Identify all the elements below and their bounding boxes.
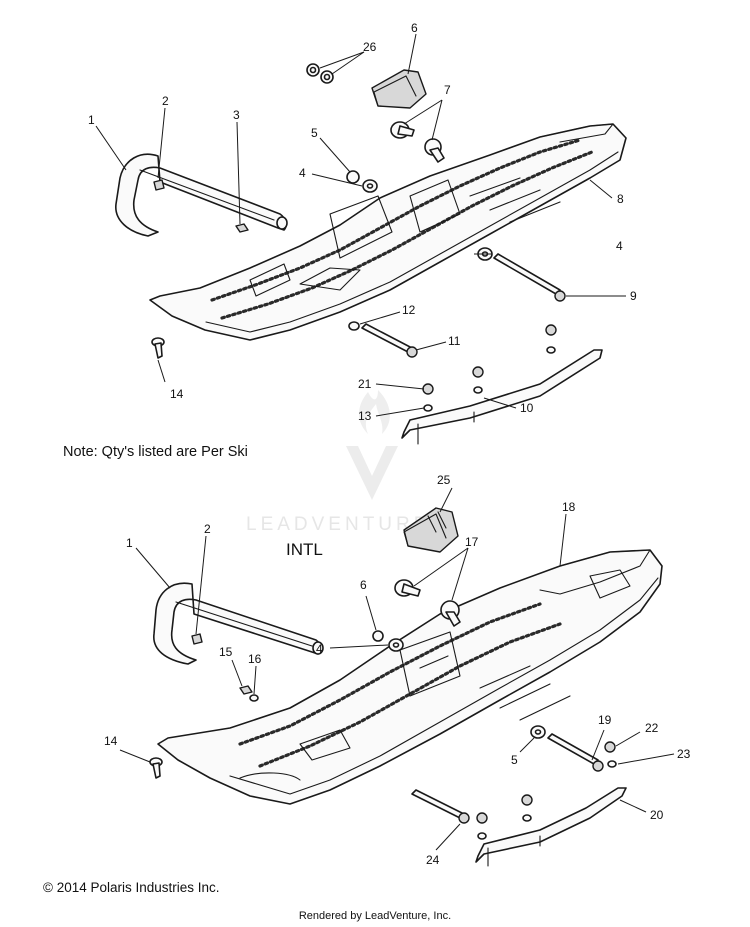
callout-19-bottom: 19 [598,713,612,727]
washers-part-26 [306,63,334,84]
bolts-part-17 [394,579,461,627]
washer-part-23 [607,760,617,768]
leadventure-watermark: LEADVENTURE [246,390,430,535]
intl-label: INTL [286,540,323,559]
spacer-part-6-bottom [372,630,384,642]
bolt-part-14-bottom [149,757,163,779]
bolt-part-24 [411,789,470,824]
callout-26-top: 26 [363,40,377,54]
loop-handle-part-1 [115,153,288,237]
callout-8-top: 8 [617,192,624,206]
bolt-part-14 [151,337,165,359]
washer-part-12 [348,321,360,331]
carbide-runner-part-10 [401,324,603,445]
callout-4-top-left: 4 [299,166,306,180]
callout-13-top: 13 [358,409,372,423]
callout-5-top: 5 [311,126,318,140]
callout-23-bottom: 23 [677,747,691,761]
callout-14-bottom: 14 [104,734,118,748]
bolt-part-11 [361,323,418,358]
ski-body-part-8 [149,123,627,341]
callout-4-top-right: 4 [616,239,623,253]
callout-25-bottom: 25 [437,473,451,487]
bottom-leader-lines [119,487,675,851]
callout-11-top: 11 [448,334,461,348]
copyright-text: © 2014 Polaris Industries Inc. [43,880,220,895]
callout-9-top: 9 [630,289,637,303]
carbide-runner-part-20 [475,787,627,867]
bracket-part-25 [403,507,459,553]
watermark-text: LEADVENTURE [246,514,430,535]
callout-7-top: 7 [444,83,451,97]
callout-2-top: 2 [162,94,169,108]
rendered-by-text: Rendered by LeadVenture, Inc. [298,910,452,922]
callout-16-bottom: 16 [248,652,262,666]
washer-part-16 [249,694,259,702]
callout-5-bottom: 5 [511,753,518,767]
top-ski-assembly: 1 2 3 4 4 5 6 7 8 9 10 11 12 13 14 21 26 [88,21,637,445]
loop-handle-part-1-bottom [153,582,324,665]
nut-part-22 [604,741,616,753]
callout-12-top: 12 [402,303,416,317]
bolt-part-9 [493,253,566,302]
callout-1-bottom: 1 [126,536,133,550]
callout-21-top: 21 [358,377,372,391]
washer-part-5-bottom [530,725,546,739]
callout-6-top: 6 [411,21,418,35]
callout-24-bottom: 24 [426,853,440,867]
callout-6-bottom: 6 [360,578,367,592]
top-leader-lines [95,33,626,417]
bracket-part-6 [371,69,427,109]
callout-2-bottom: 2 [204,522,211,536]
callout-17-bottom: 17 [465,535,479,549]
nut-part-15 [239,685,253,695]
callout-1-top: 1 [88,113,95,127]
callout-15-bottom: 15 [219,645,233,659]
callout-3-top: 3 [233,108,240,122]
bolt-part-19 [547,733,604,772]
spacer-part-5 [346,170,378,193]
callout-18-bottom: 18 [562,500,576,514]
callout-22-bottom: 22 [645,721,659,735]
quantity-note: Note: Qty's listed are Per Ski [63,444,248,460]
bottom-ski-assembly-intl: 1 2 4 5 6 14 15 16 17 18 19 20 22 23 24 … [104,473,691,867]
callout-10-top: 10 [520,401,534,415]
callout-4-bottom: 4 [316,642,323,656]
bumper-part-2-bottom [191,633,203,645]
washer-part-4-bottom [388,638,404,652]
bolts-part-7 [390,121,445,163]
nut-part-3 [235,223,249,233]
bumper-part-2 [153,179,165,191]
ski-body-part-18 [157,549,663,805]
callout-20-bottom: 20 [650,808,664,822]
callout-14-top: 14 [170,387,184,401]
